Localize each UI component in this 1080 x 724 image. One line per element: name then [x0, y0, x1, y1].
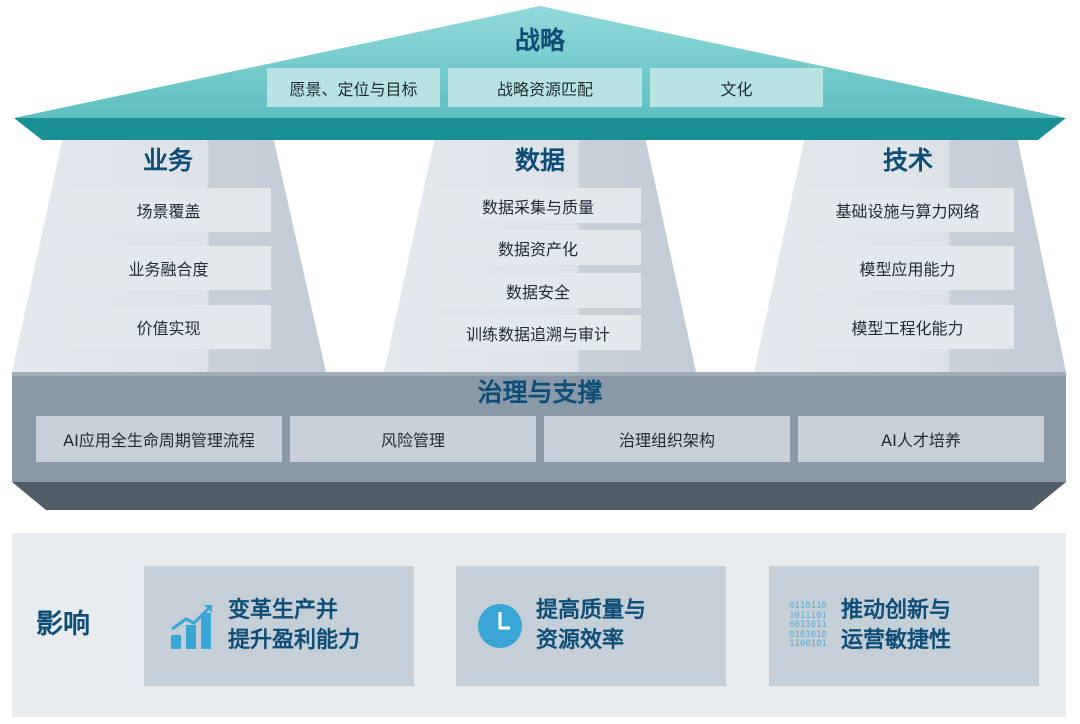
impact-efficiency-line1: 提高质量与: [536, 598, 647, 623]
impact-card-efficiency: 提高质量与 资源效率: [456, 566, 726, 686]
pillar-tech-title: 技术: [882, 146, 933, 175]
roof-title: 战略: [514, 26, 565, 55]
governance-base: [12, 482, 1066, 510]
business-item-integration: 业务融合度: [66, 246, 271, 290]
impact-efficiency-line2: 资源效率: [536, 628, 625, 653]
governance-item-risk: 风险管理: [290, 416, 536, 462]
impact-card-productivity: 变革生产并 提升盈利能力: [144, 566, 414, 686]
impact-innovation-line1: 推动创新与: [840, 598, 951, 623]
rising-bar-chart-icon: [171, 605, 212, 649]
roof-item-resources: 战略资源匹配: [448, 68, 642, 107]
tech-item-model-application: 模型应用能力: [801, 246, 1014, 290]
business-item-scenario: 场景覆盖: [66, 188, 271, 232]
governance-item-talent: AI人才培养: [798, 416, 1044, 462]
roof-item-culture: 文化: [650, 68, 823, 107]
pillar-data-title: 数据: [514, 146, 565, 175]
impact-productivity-line1: 变革生产并: [228, 598, 339, 623]
data-item-traceability: 训练数据追溯与审计: [435, 315, 641, 350]
roof-base: [14, 118, 1066, 140]
governance-item-lifecycle: AI应用全生命周期管理流程: [36, 416, 282, 462]
tech-item-model-engineering: 模型工程化能力: [801, 305, 1014, 349]
impact-productivity-line2: 提升盈利能力: [228, 628, 361, 653]
data-item-collection: 数据采集与质量: [435, 188, 641, 223]
clock-icon: [478, 604, 522, 648]
impact-title: 影响: [36, 609, 90, 640]
governance-item-org: 治理组织架构: [544, 416, 790, 462]
business-item-value: 价值实现: [66, 305, 271, 349]
tech-item-infrastructure: 基础设施与算力网络: [801, 188, 1014, 232]
data-item-security: 数据安全: [435, 273, 641, 308]
data-item-assetization: 数据资产化: [435, 230, 641, 265]
impact-card-innovation: 0110110 1011101 0011011 0101010 1100101 …: [769, 566, 1039, 686]
binary-code-icon: 0110110 1011101 0011011 0101010 1100101: [789, 601, 827, 650]
pillar-business-title: 业务: [142, 146, 193, 175]
impact-innovation-line2: 运营敏捷性: [840, 628, 951, 653]
governance-title: 治理与支撑: [477, 378, 603, 407]
roof-item-vision: 愿景、定位与目标: [267, 68, 440, 107]
